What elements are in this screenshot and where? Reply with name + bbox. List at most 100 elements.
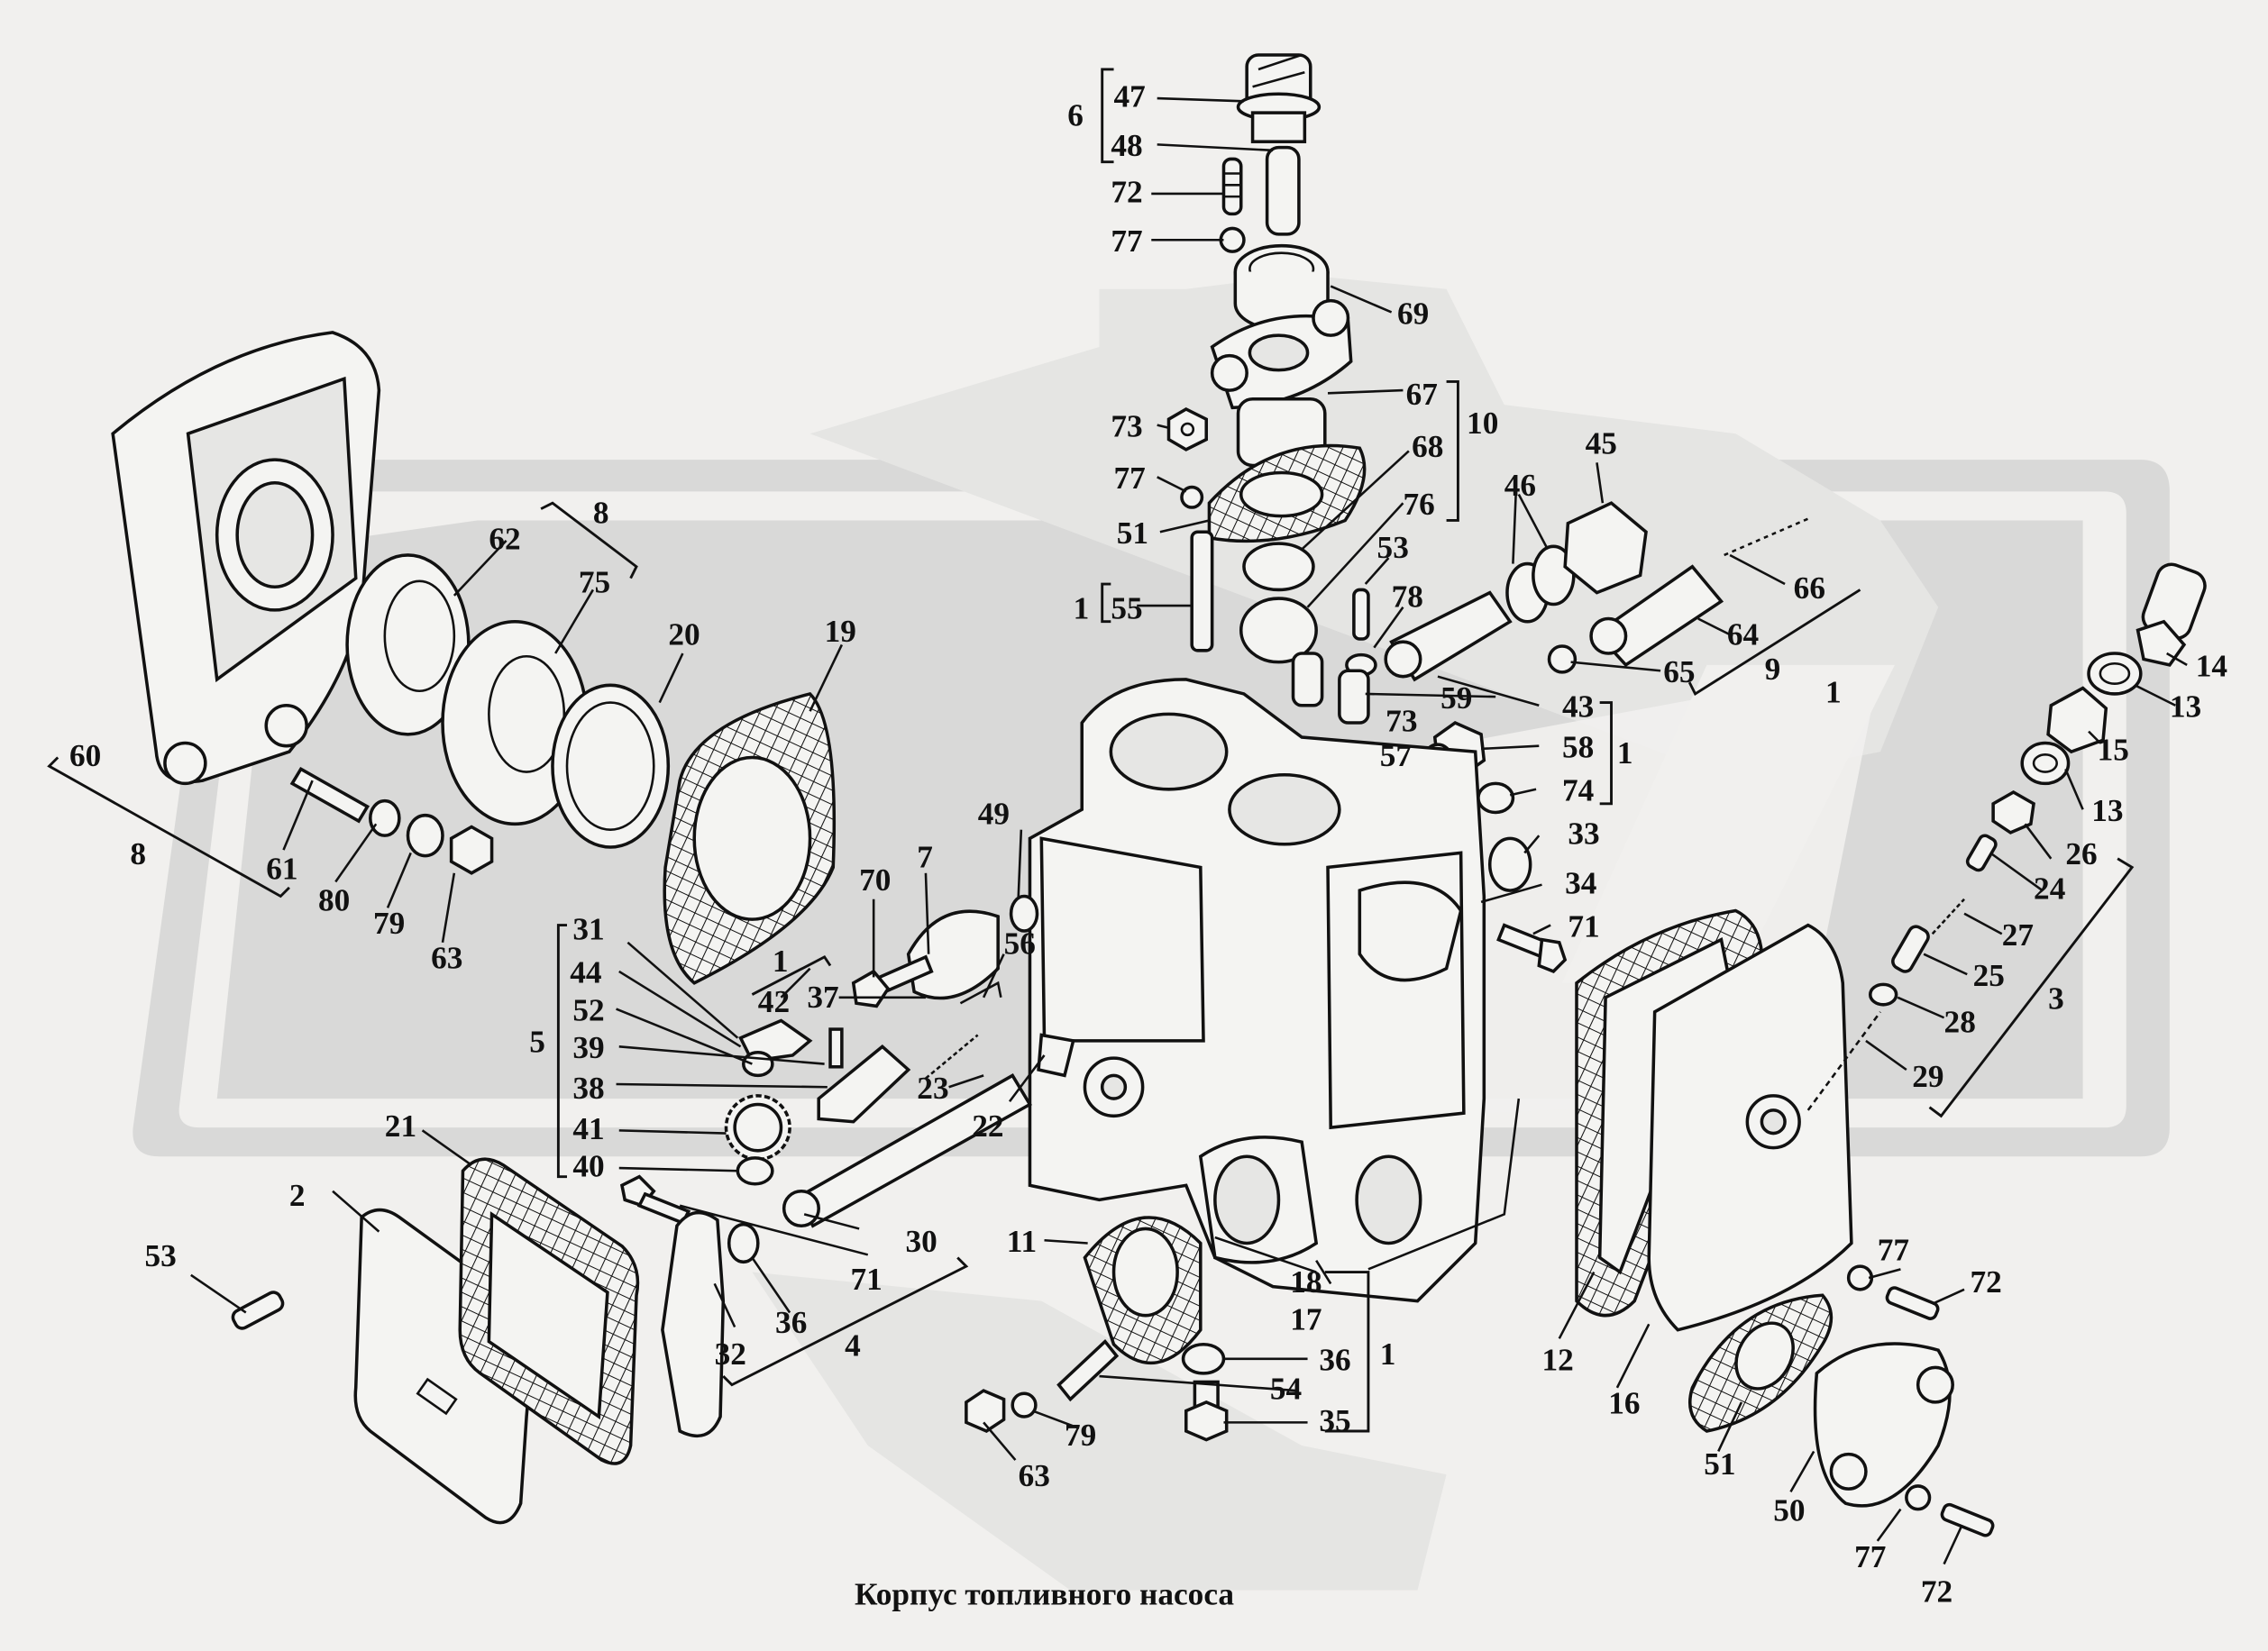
callout: 25	[1973, 958, 2005, 993]
part-64-valve-body	[1589, 564, 1724, 668]
callout: 5	[529, 1025, 545, 1060]
part-13-washer-upper	[2087, 652, 2143, 696]
callout: 53	[1377, 530, 1409, 565]
callout: 35	[1319, 1403, 1350, 1438]
callout: 50	[1773, 1492, 1805, 1528]
callout: 15	[2098, 733, 2129, 768]
part-79-washer-left	[406, 813, 444, 858]
callout: 20	[668, 616, 700, 652]
part-79-washer-bottom	[1011, 1391, 1038, 1418]
part-71-bolt-left	[619, 1174, 691, 1226]
part-50-cover	[1813, 1342, 1954, 1508]
callout: 1	[773, 944, 789, 979]
part-54-stud	[1056, 1338, 1120, 1402]
callout: 77	[1114, 461, 1146, 496]
callout: 1	[1380, 1336, 1396, 1372]
callout: 56	[1004, 926, 1036, 962]
part-74-plug	[1477, 781, 1515, 815]
callout: 71	[851, 1262, 883, 1297]
callout: 33	[1568, 816, 1599, 852]
callout: 59	[1440, 680, 1472, 716]
leader-lines	[47, 68, 2188, 1565]
part-77-ring-br1	[1846, 1264, 1874, 1291]
part-24-screw	[1965, 834, 1998, 872]
callout: 45	[1586, 426, 1617, 461]
callout: 8	[130, 836, 146, 871]
callout: 37	[807, 980, 838, 1015]
part-20-ring	[551, 683, 671, 849]
part-27-spring	[1931, 898, 1965, 935]
part-71-bolt-right	[1496, 923, 1568, 973]
callout: 76	[1403, 487, 1434, 522]
part-73-nut	[1166, 406, 1208, 452]
callout: 67	[1406, 377, 1438, 412]
callout: 17	[1290, 1302, 1321, 1337]
part-56-clip	[959, 981, 1002, 1005]
part-32-arm	[661, 1210, 726, 1438]
callout: 53	[144, 1238, 176, 1273]
callout: 51	[1117, 515, 1148, 551]
diagram-caption: Корпус топливного насоса	[855, 1576, 1234, 1611]
callout: 32	[715, 1336, 746, 1372]
part-72-screw-br2	[1940, 1502, 1995, 1537]
part-14-cap	[2135, 562, 2207, 667]
callout: 49	[978, 796, 1010, 831]
callout: 44	[570, 955, 601, 990]
callout: 55	[1111, 591, 1142, 626]
callout: 2	[289, 1178, 306, 1213]
callout: 26	[2065, 836, 2097, 871]
part-13-washer-lower	[2020, 741, 2071, 786]
callout: 63	[1019, 1458, 1050, 1493]
callout: 54	[1270, 1372, 1302, 1407]
callout: 16	[1608, 1386, 1640, 1421]
part-36-washer-bottom	[1181, 1342, 1226, 1375]
callout: 46	[1504, 468, 1536, 503]
callout: 21	[385, 1108, 416, 1144]
callout: 24	[2034, 871, 2065, 907]
part-46-washers	[1505, 544, 1576, 624]
part-80-washer	[369, 798, 401, 837]
part-45-nut	[1563, 501, 1648, 595]
callout: 13	[2091, 793, 2123, 828]
callout: 6	[1067, 98, 1084, 133]
callout: 66	[1794, 570, 1825, 606]
part-48-pin	[1265, 145, 1301, 236]
part-72-screw-br1	[1885, 1286, 1940, 1320]
callout: 19	[825, 614, 856, 649]
callout: 23	[917, 1071, 948, 1106]
callout: 80	[318, 883, 350, 918]
part-47-plug	[1236, 53, 1321, 143]
callout: 75	[579, 565, 610, 600]
callout: 63	[431, 941, 462, 976]
callout: 29	[1912, 1059, 1943, 1094]
part-16-cover	[1647, 923, 1853, 1332]
callout: 1	[1825, 675, 1842, 710]
callout: 60	[69, 738, 101, 773]
callout: 1	[1617, 735, 1633, 771]
part-22-lever	[1037, 1033, 1075, 1078]
callout-labels: 6 47 48 72 77 69 67 10 73 77 68 51 76 1 …	[69, 79, 2227, 1610]
part-62-seal	[345, 553, 471, 736]
callout: 79	[373, 906, 405, 941]
part-77-ring-br2	[1905, 1484, 1932, 1511]
callout: 77	[1854, 1539, 1886, 1574]
part-63-nut-left	[449, 825, 494, 875]
callout: 30	[905, 1224, 937, 1259]
callout: 52	[572, 992, 604, 1027]
part-38-yoke	[817, 1027, 911, 1124]
callout: 42	[758, 984, 790, 1019]
callout: 43	[1562, 689, 1594, 725]
callout: 18	[1290, 1264, 1321, 1300]
part-33-fitting	[1487, 836, 1532, 892]
part-51-gasket-top	[1207, 443, 1367, 543]
part-11-gasket	[1083, 1216, 1203, 1365]
callout: 61	[266, 851, 297, 886]
callout: 7	[917, 839, 933, 874]
part-21-gasket	[458, 1157, 640, 1465]
part-53-screw	[1352, 588, 1370, 641]
part-77-ring-mid	[1180, 485, 1204, 509]
callout: 14	[2196, 649, 2227, 684]
part-19-gasket	[663, 691, 837, 985]
callout: 73	[1111, 408, 1142, 443]
